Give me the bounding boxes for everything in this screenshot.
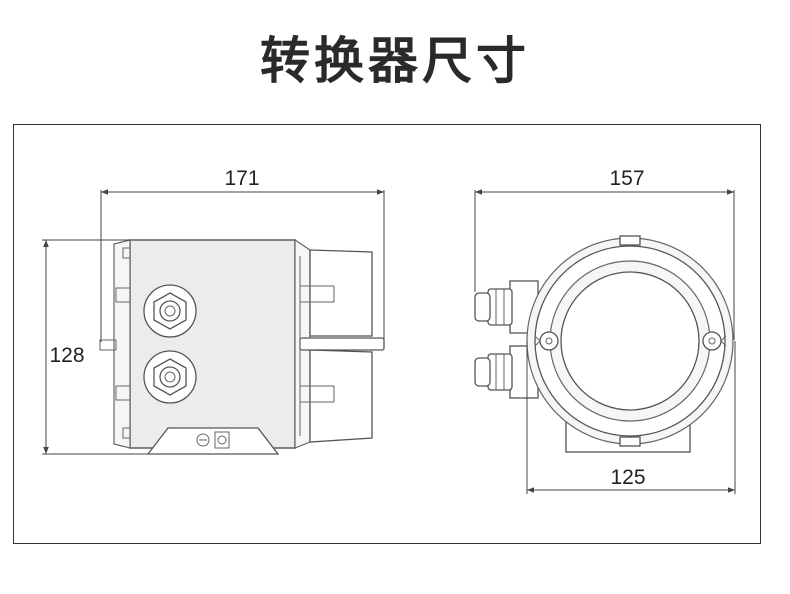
side-view (42, 189, 385, 455)
dim-side-height: 128 (49, 344, 84, 367)
side-base-plate (146, 427, 280, 455)
side-gland-upper (143, 284, 197, 338)
front-gland-lower (474, 345, 539, 399)
dim-front-base-width: 125 (610, 466, 645, 489)
lock-screw-left-icon (534, 331, 559, 351)
front-window (560, 271, 700, 411)
side-band (299, 337, 385, 351)
dim-front-width: 157 (609, 167, 644, 190)
side-left-cover (113, 239, 131, 449)
side-housing (129, 239, 296, 449)
page-title: 转换器尺寸 (260, 32, 530, 90)
lock-screw-right-icon (702, 331, 727, 351)
ground-terminal-icon (196, 433, 210, 447)
front-view (474, 189, 736, 494)
dim-side-width: 171 (224, 167, 259, 190)
screw-terminal-icon (214, 431, 230, 449)
side-lower-cap (309, 349, 373, 443)
side-upper-cap (309, 249, 373, 337)
side-gland-lower (143, 350, 197, 404)
